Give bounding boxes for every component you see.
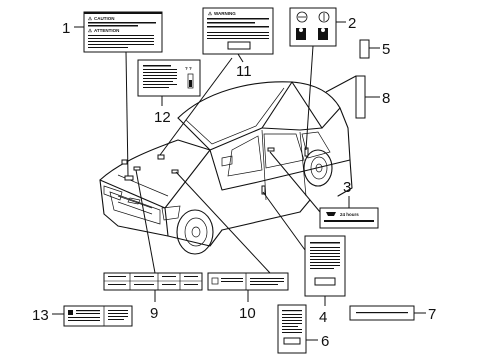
vehicle-illustration bbox=[99, 81, 353, 255]
callout-12: 12 bbox=[154, 109, 171, 126]
svg-text:? ?: ? ? bbox=[185, 66, 192, 71]
svg-text:⚠: ⚠ bbox=[88, 28, 93, 33]
callout-9: 9 bbox=[150, 305, 158, 322]
bumper-label-patch bbox=[121, 159, 128, 165]
visor-label-patch bbox=[157, 154, 165, 160]
label-3: 24 hours bbox=[319, 207, 379, 229]
svg-text:⚠: ⚠ bbox=[208, 11, 213, 16]
label-11-warning: ⚠ WARNING bbox=[202, 7, 274, 55]
callout-6: 6 bbox=[321, 333, 329, 350]
label-12: ? ? bbox=[137, 59, 201, 97]
label-6 bbox=[277, 304, 307, 354]
callout-11: 11 bbox=[236, 63, 252, 80]
callout-3: 3 bbox=[343, 179, 351, 196]
hood-label-patch bbox=[124, 175, 134, 181]
label-11-warning-text: WARNING bbox=[214, 11, 236, 16]
engine-label-patch bbox=[171, 169, 179, 174]
label-2-icons bbox=[289, 7, 337, 47]
label-3-text: 24 hours bbox=[340, 212, 359, 217]
callout-8: 8 bbox=[382, 90, 390, 107]
label-1-caution: ⚠ CAUTION ⚠ ATTENTION bbox=[83, 11, 163, 53]
label-13 bbox=[63, 305, 133, 327]
radiator-label-patch bbox=[133, 166, 141, 171]
callout-2: 2 bbox=[348, 15, 356, 32]
label-5 bbox=[359, 39, 370, 59]
label-7 bbox=[349, 305, 415, 321]
label-1-caution-text: CAUTION bbox=[94, 16, 115, 21]
door-label-patch bbox=[261, 185, 266, 195]
label-8 bbox=[355, 75, 366, 119]
callout-5: 5 bbox=[382, 41, 390, 58]
svg-text:⚠: ⚠ bbox=[88, 16, 93, 21]
label-10 bbox=[207, 272, 289, 291]
callout-1: 1 bbox=[62, 20, 70, 37]
label-1-attention-text: ATTENTION bbox=[94, 28, 119, 33]
pillar-label-patch bbox=[267, 147, 275, 152]
callout-4: 4 bbox=[319, 309, 327, 326]
callout-7: 7 bbox=[428, 306, 436, 323]
label-4 bbox=[304, 235, 346, 297]
label-9 bbox=[103, 272, 203, 291]
callout-13: 13 bbox=[32, 307, 49, 324]
callout-10: 10 bbox=[239, 305, 256, 322]
